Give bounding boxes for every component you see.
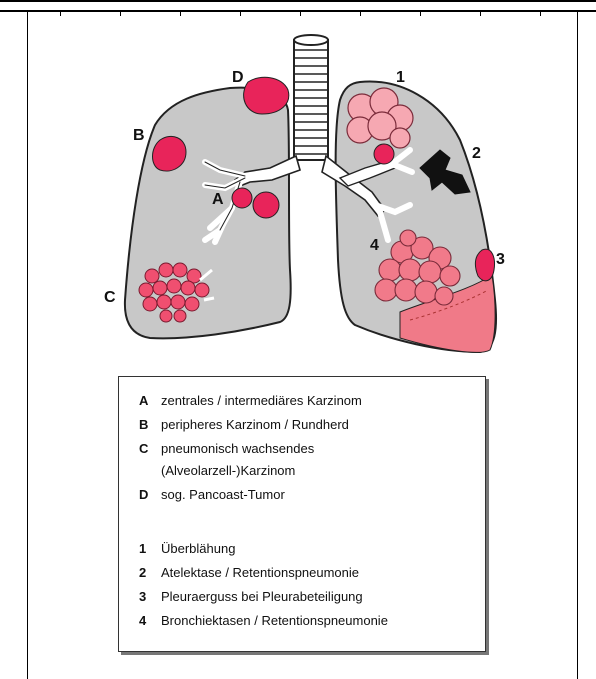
legend-key: 4 [139, 613, 161, 629]
legend-key: D [139, 487, 161, 503]
legend-text: Pleuraerguss bei Pleurabeteiligung [161, 589, 363, 605]
label-b: B [133, 127, 145, 144]
frame-tick [300, 12, 301, 16]
frame-tick [540, 12, 541, 16]
frame-tick [360, 12, 361, 16]
label-2: 2 [472, 145, 481, 162]
legend-text: peripheres Karzinom / Rundherd [161, 417, 349, 433]
legend-key: 3 [139, 589, 161, 605]
legend-item-c-continued: (Alveolarzell-)Karzinom [161, 463, 295, 479]
legend-text: Bronchiektasen / Retentionspneumonie [161, 613, 388, 629]
legend-text: Überblähung [161, 541, 235, 557]
label-1: 1 [396, 69, 405, 86]
legend-key: B [139, 417, 161, 433]
legend-text: zentrales / intermediäres Karzinom [161, 393, 362, 409]
legend-text: sog. Pancoast-Tumor [161, 487, 285, 503]
trachea [294, 35, 328, 160]
pleural-tumor [475, 249, 494, 281]
legend-text: pneumonisch wachsendes [161, 441, 314, 457]
tumor-d-pancoast [244, 77, 289, 114]
frame-tick [480, 12, 481, 16]
label-4: 4 [370, 237, 379, 254]
label-a: A [212, 191, 224, 208]
label-d: D [232, 69, 244, 86]
frame-tick [180, 12, 181, 16]
legend-text: Atelektase / Retentionspneumonie [161, 565, 359, 581]
frame-tick [240, 12, 241, 16]
frame-tick [420, 12, 421, 16]
legend-key: A [139, 393, 161, 409]
frame-tick [120, 12, 121, 16]
frame-tick [60, 12, 61, 16]
label-3: 3 [496, 251, 505, 268]
label-c: C [104, 289, 116, 306]
legend-key: C [139, 441, 161, 457]
legend-key: 2 [139, 565, 161, 581]
overinflation-tumor [374, 144, 394, 164]
legend-key: 1 [139, 541, 161, 557]
